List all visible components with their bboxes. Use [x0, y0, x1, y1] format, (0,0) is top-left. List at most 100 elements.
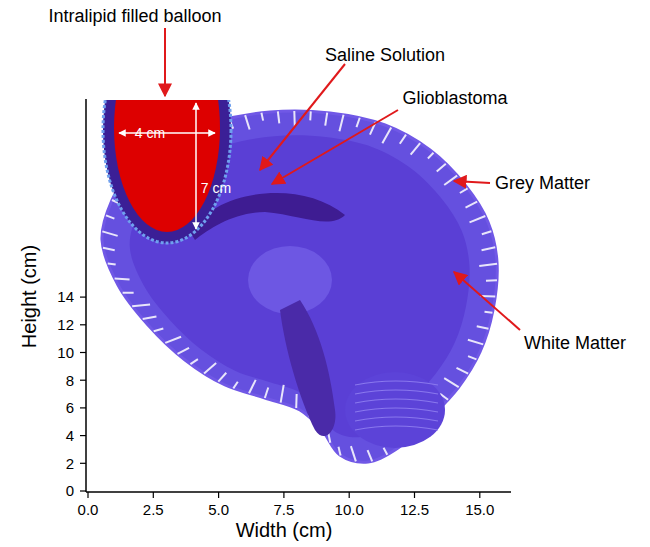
- tick-label: 12.5: [400, 501, 429, 518]
- sulcus: [482, 231, 492, 234]
- tick-mark: [80, 463, 86, 464]
- sulcus: [325, 113, 327, 126]
- intralipid-balloon: [114, 100, 220, 232]
- sulcus: [466, 202, 478, 208]
- sulcus: [233, 382, 237, 389]
- tick-label: 10.0: [335, 501, 364, 518]
- leader-arrow: [454, 272, 520, 330]
- tick-label: 8: [66, 372, 74, 389]
- tick-label: 4: [66, 427, 74, 444]
- sulcus: [106, 215, 114, 218]
- sulcus: [437, 164, 446, 172]
- sulcus: [281, 385, 284, 403]
- cerebellum-folium: [355, 426, 438, 430]
- sulcus: [382, 127, 391, 143]
- tick-label: 0.0: [78, 501, 99, 518]
- sulcus: [103, 248, 115, 251]
- glioblastoma-ring: [103, 100, 231, 243]
- cerebellum-folium: [355, 399, 438, 403]
- sulcus: [261, 113, 263, 121]
- sulcus: [295, 394, 297, 408]
- sulcus: [102, 231, 117, 236]
- tick-label: 7.5: [273, 501, 294, 518]
- sulcus: [249, 380, 256, 393]
- tick-mark: [80, 490, 86, 491]
- leader-lines: [165, 28, 520, 330]
- sulcus: [108, 263, 116, 264]
- x-axis-spine: [86, 491, 511, 493]
- sulcus: [470, 216, 486, 222]
- tick-mark: [153, 492, 154, 498]
- sulcus: [178, 348, 190, 354]
- axis-title: Width (cm): [236, 519, 333, 542]
- tick-mark: [80, 380, 86, 381]
- sulcus: [204, 363, 216, 373]
- sulcus: [444, 378, 459, 387]
- tick-mark: [283, 492, 284, 498]
- sulcus: [486, 279, 497, 282]
- sulcus: [482, 247, 496, 250]
- dimension-label: 7 cm: [201, 180, 231, 196]
- sulcus: [339, 115, 343, 131]
- thalamus: [248, 246, 332, 314]
- sulcus: [485, 311, 493, 314]
- sulcus: [143, 316, 157, 319]
- sulcus: [457, 368, 469, 374]
- sulcus: [428, 153, 434, 159]
- tick-label: 15.0: [465, 501, 494, 518]
- sulcus: [479, 264, 497, 266]
- tick-mark: [349, 492, 350, 498]
- tick-label: 12: [57, 316, 74, 333]
- cerebellum-folium: [355, 408, 438, 412]
- brainstem: [280, 300, 335, 436]
- tick-label: 2: [66, 455, 74, 472]
- leader-arrow: [260, 64, 345, 170]
- tick-label: 6: [66, 399, 74, 416]
- sulcus: [123, 292, 134, 294]
- width-dimension: [119, 132, 215, 134]
- cerebellum: [345, 372, 445, 448]
- tick-mark: [80, 435, 86, 436]
- sulcus: [351, 446, 356, 461]
- height-dimension: [195, 103, 197, 229]
- callout-label: Saline Solution: [325, 45, 445, 66]
- sulcus: [368, 450, 373, 461]
- tick-mark: [80, 297, 86, 298]
- axis-title: Height (cm): [19, 244, 42, 347]
- sulcus: [154, 328, 164, 331]
- cerebellum-folium: [355, 417, 438, 421]
- leader-arrow: [272, 110, 398, 184]
- callout-label: White Matter: [524, 333, 626, 354]
- sulcus: [309, 111, 312, 120]
- balloon-group: [103, 100, 231, 243]
- tick-mark: [87, 492, 88, 498]
- tick-mark: [80, 407, 86, 408]
- sulcus: [356, 118, 359, 127]
- tick-label: 14: [57, 288, 74, 305]
- leader-arrow: [164, 28, 166, 96]
- sulcus: [245, 115, 249, 129]
- tick-mark: [414, 492, 415, 498]
- tick-label: 0: [66, 482, 74, 499]
- cerebellum-folium: [355, 381, 438, 385]
- dimension-label: 4 cm: [135, 125, 165, 141]
- leader-arrow: [454, 181, 490, 183]
- sulcus: [400, 135, 406, 144]
- sulcus: [278, 111, 279, 123]
- sulcus: [190, 359, 197, 364]
- sulcus: [384, 448, 388, 455]
- callout-label: Grey Matter: [495, 173, 590, 194]
- cerebellum-folium: [355, 390, 438, 394]
- tick-mark: [80, 352, 86, 353]
- sulcus: [265, 387, 268, 397]
- sulcus: [460, 188, 468, 193]
- sulcus: [468, 356, 476, 359]
- sulcus: [477, 326, 489, 328]
- tick-label: 5.0: [208, 501, 229, 518]
- tick-mark: [218, 492, 219, 498]
- axes: [80, 99, 511, 498]
- tick-label: 2.5: [143, 501, 164, 518]
- callout-label: Glioblastoma: [402, 88, 507, 109]
